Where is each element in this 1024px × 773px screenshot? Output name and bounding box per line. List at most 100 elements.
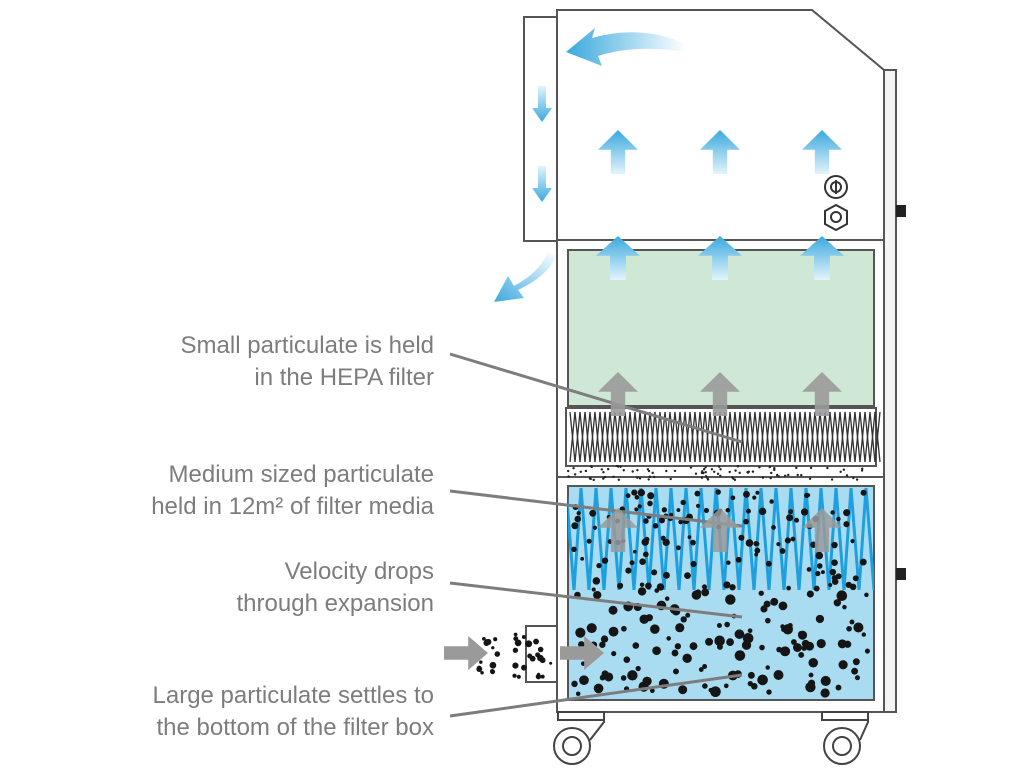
particle	[725, 594, 736, 605]
pleat-line	[689, 411, 696, 463]
particle	[758, 507, 767, 516]
particle	[766, 689, 772, 695]
media-line	[568, 494, 576, 590]
particle	[591, 587, 596, 592]
particle	[760, 605, 768, 613]
particle	[634, 494, 640, 500]
callout-settling-line2: the bottom of the filter box	[156, 714, 435, 741]
particle	[579, 675, 589, 686]
particle	[747, 628, 753, 634]
pleat-line	[714, 411, 721, 463]
dust-particle	[719, 474, 722, 478]
particle	[682, 653, 692, 664]
inlet-right-arrow-icon	[560, 636, 604, 670]
particle	[805, 681, 816, 693]
particle	[787, 622, 793, 629]
particle	[792, 643, 802, 652]
particle	[675, 545, 681, 551]
particle	[634, 507, 639, 512]
particle	[617, 583, 623, 590]
particle	[708, 687, 714, 693]
dust-particle	[769, 476, 772, 480]
particle	[797, 630, 808, 640]
pleat-line	[794, 411, 801, 463]
pleat-line	[779, 411, 786, 463]
pleat-line	[809, 411, 816, 463]
particle	[755, 490, 760, 495]
particle	[576, 510, 581, 516]
callout-velocity: Velocity drops through expansion	[14, 556, 434, 620]
particle	[593, 590, 602, 600]
particle	[723, 683, 729, 689]
dust-particle	[770, 471, 773, 475]
media-line	[744, 487, 756, 590]
callout-hepa: Small particulate is held in the HEPA fi…	[14, 330, 434, 394]
pleat-line	[754, 411, 761, 463]
pleat-line	[654, 411, 661, 463]
particle	[806, 493, 811, 497]
dust-particle	[573, 473, 577, 476]
dust-particle	[647, 469, 651, 473]
inlet-particle	[514, 639, 522, 647]
particle	[786, 585, 791, 591]
particle	[730, 495, 736, 501]
particle	[755, 541, 760, 546]
inlet-particle	[536, 672, 541, 677]
particle	[852, 658, 860, 666]
particle	[780, 646, 791, 657]
particle	[644, 536, 650, 542]
particle	[860, 489, 867, 496]
particle	[769, 499, 774, 504]
dust-particle	[612, 475, 615, 479]
particle	[788, 509, 793, 515]
particle	[758, 590, 764, 596]
particle	[745, 539, 754, 547]
particle	[574, 515, 582, 523]
particle	[806, 567, 812, 572]
pleat-line	[784, 411, 791, 463]
particle	[701, 584, 708, 590]
callout-media-line2: held in 12m² of filter media	[151, 493, 434, 520]
wheel-left	[553, 711, 605, 765]
pleat-line	[639, 411, 646, 463]
dust-particle	[746, 471, 750, 474]
pleat-line	[834, 411, 841, 463]
particle	[773, 670, 784, 680]
particle	[666, 636, 671, 641]
particle	[835, 684, 842, 691]
particle	[790, 536, 796, 542]
particle	[820, 688, 830, 698]
particle	[635, 665, 641, 672]
particle	[820, 675, 831, 686]
inlet-particle	[513, 632, 518, 637]
particle	[645, 582, 652, 590]
particle	[643, 518, 649, 524]
particle	[685, 612, 691, 618]
pleat-line	[684, 411, 691, 463]
dust-particle	[738, 471, 741, 475]
particle	[632, 549, 637, 554]
particle	[678, 685, 688, 695]
particle	[836, 516, 841, 522]
callout-settling-line1: Large particulate settles to	[152, 682, 435, 709]
particle	[600, 635, 609, 643]
particle	[664, 596, 670, 601]
particle	[599, 674, 606, 681]
pleat-line	[589, 411, 596, 463]
particle	[726, 638, 734, 647]
pleat-line	[789, 411, 796, 463]
pleat-line	[619, 411, 626, 463]
media-line	[699, 487, 711, 590]
dust-particle	[622, 469, 625, 472]
particle	[652, 646, 661, 656]
particle	[702, 683, 708, 689]
particle	[770, 597, 779, 606]
particle	[864, 592, 869, 598]
callout-velocity-line2: through expansion	[236, 590, 434, 617]
dust-particle	[590, 465, 593, 469]
dust-particle	[758, 466, 761, 469]
media-line	[647, 487, 658, 590]
particle-up-arrow-icon	[598, 372, 638, 416]
particle	[650, 624, 660, 634]
